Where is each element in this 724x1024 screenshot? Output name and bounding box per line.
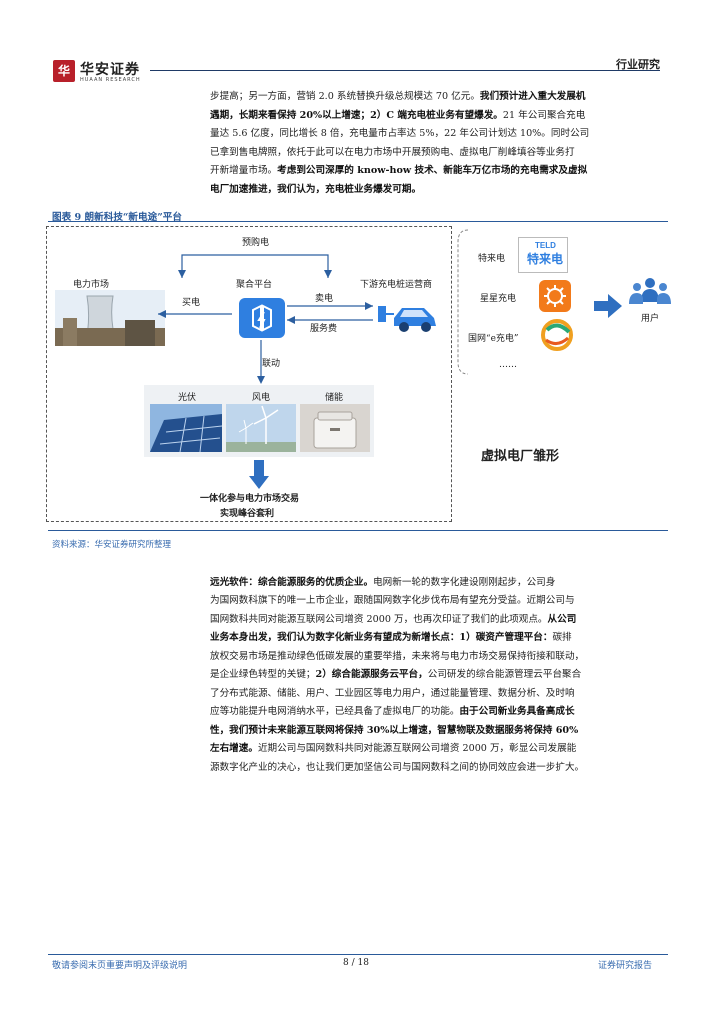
integration-line2: 实现峰谷套利 (220, 509, 275, 519)
footer-divider (48, 954, 668, 955)
operators-bracket (457, 229, 469, 375)
users-icon (629, 278, 671, 304)
figure-source: 资料来源：华安证券研究所整理 (52, 540, 172, 550)
star-charge-label: 星星充电 (480, 294, 517, 304)
figure-bottom-rule (48, 530, 668, 531)
prepurchase-arrows (178, 254, 332, 278)
user-label: 用户 (641, 314, 660, 324)
power-market-label: 电力市场 (73, 280, 110, 290)
footer-disclaimer: 敬请参阅末页重要声明及评级说明 (52, 961, 188, 971)
operators-ellipsis: …… (499, 360, 517, 370)
linkage-arrow (257, 340, 265, 384)
figure-top-rule (48, 221, 668, 222)
company-seal-logo: 华 (53, 60, 75, 82)
platform-app-icon (239, 298, 285, 338)
star-charge-app-icon (539, 280, 571, 312)
company-logo-subtitle: HUAAN RESEARCH (80, 77, 141, 83)
virtual-power-plant-label: 虚拟电厂雏形 (481, 449, 560, 464)
teld-label: 特来电 (478, 254, 506, 264)
prepurchase-label: 预购电 (242, 238, 270, 248)
sgcc-echarge-label: 国网“e充电” (468, 334, 519, 344)
platform-label: 聚合平台 (236, 280, 273, 290)
sgcc-echarge-logo (541, 319, 573, 351)
wind-label: 风电 (252, 393, 271, 403)
sell-power-label: 卖电 (315, 294, 334, 304)
section-tag: 行业研究 (616, 58, 660, 71)
storage-label: 储能 (325, 393, 344, 403)
to-user-arrow (594, 294, 622, 318)
report-type: 证券研究报告 (598, 961, 653, 971)
power-plant-image (55, 290, 165, 346)
buy-power-arrow (158, 310, 232, 318)
intro-paragraph: 步提高；另一方面，营销 2.0 系统替换升级总规模达 70 亿元。我们预计进入重… (210, 91, 590, 195)
integration-arrow (249, 460, 269, 489)
yuanguang-paragraph: 为国网数科旗下的唯一上市企业，跟随国网数字化步伐布局有望充分受益。近期公司与 国… (210, 595, 585, 773)
page-number: 8 / 18 (343, 958, 369, 968)
figure-title: 图表 9 朗新科技“新电途”平台 (52, 212, 182, 223)
wind-turbine-image (226, 404, 296, 452)
buy-power-label: 买电 (182, 298, 201, 308)
teld-logo: TELD 特来电 (518, 237, 568, 273)
sell-fee-arrows (287, 302, 373, 324)
solar-label: 光伏 (178, 393, 197, 403)
header-divider (150, 70, 660, 71)
linkage-label: 联动 (262, 359, 281, 369)
service-fee-label: 服务费 (310, 324, 338, 334)
platform-diagram-box (46, 226, 452, 522)
yuanguang-paragraph-first-line: 远光软件：综合能源服务的优质企业。电网新一轮的数字化建设刚刚起步，公司身 (210, 577, 556, 588)
downstream-operator-label: 下游充电桩运营商 (360, 280, 433, 290)
storage-device-image (300, 404, 370, 452)
integration-line1: 一体化参与电力市场交易 (200, 494, 300, 504)
ev-car-icon (378, 306, 436, 332)
solar-panel-image (150, 404, 222, 452)
company-logo-text: 华安证券 (80, 62, 140, 78)
